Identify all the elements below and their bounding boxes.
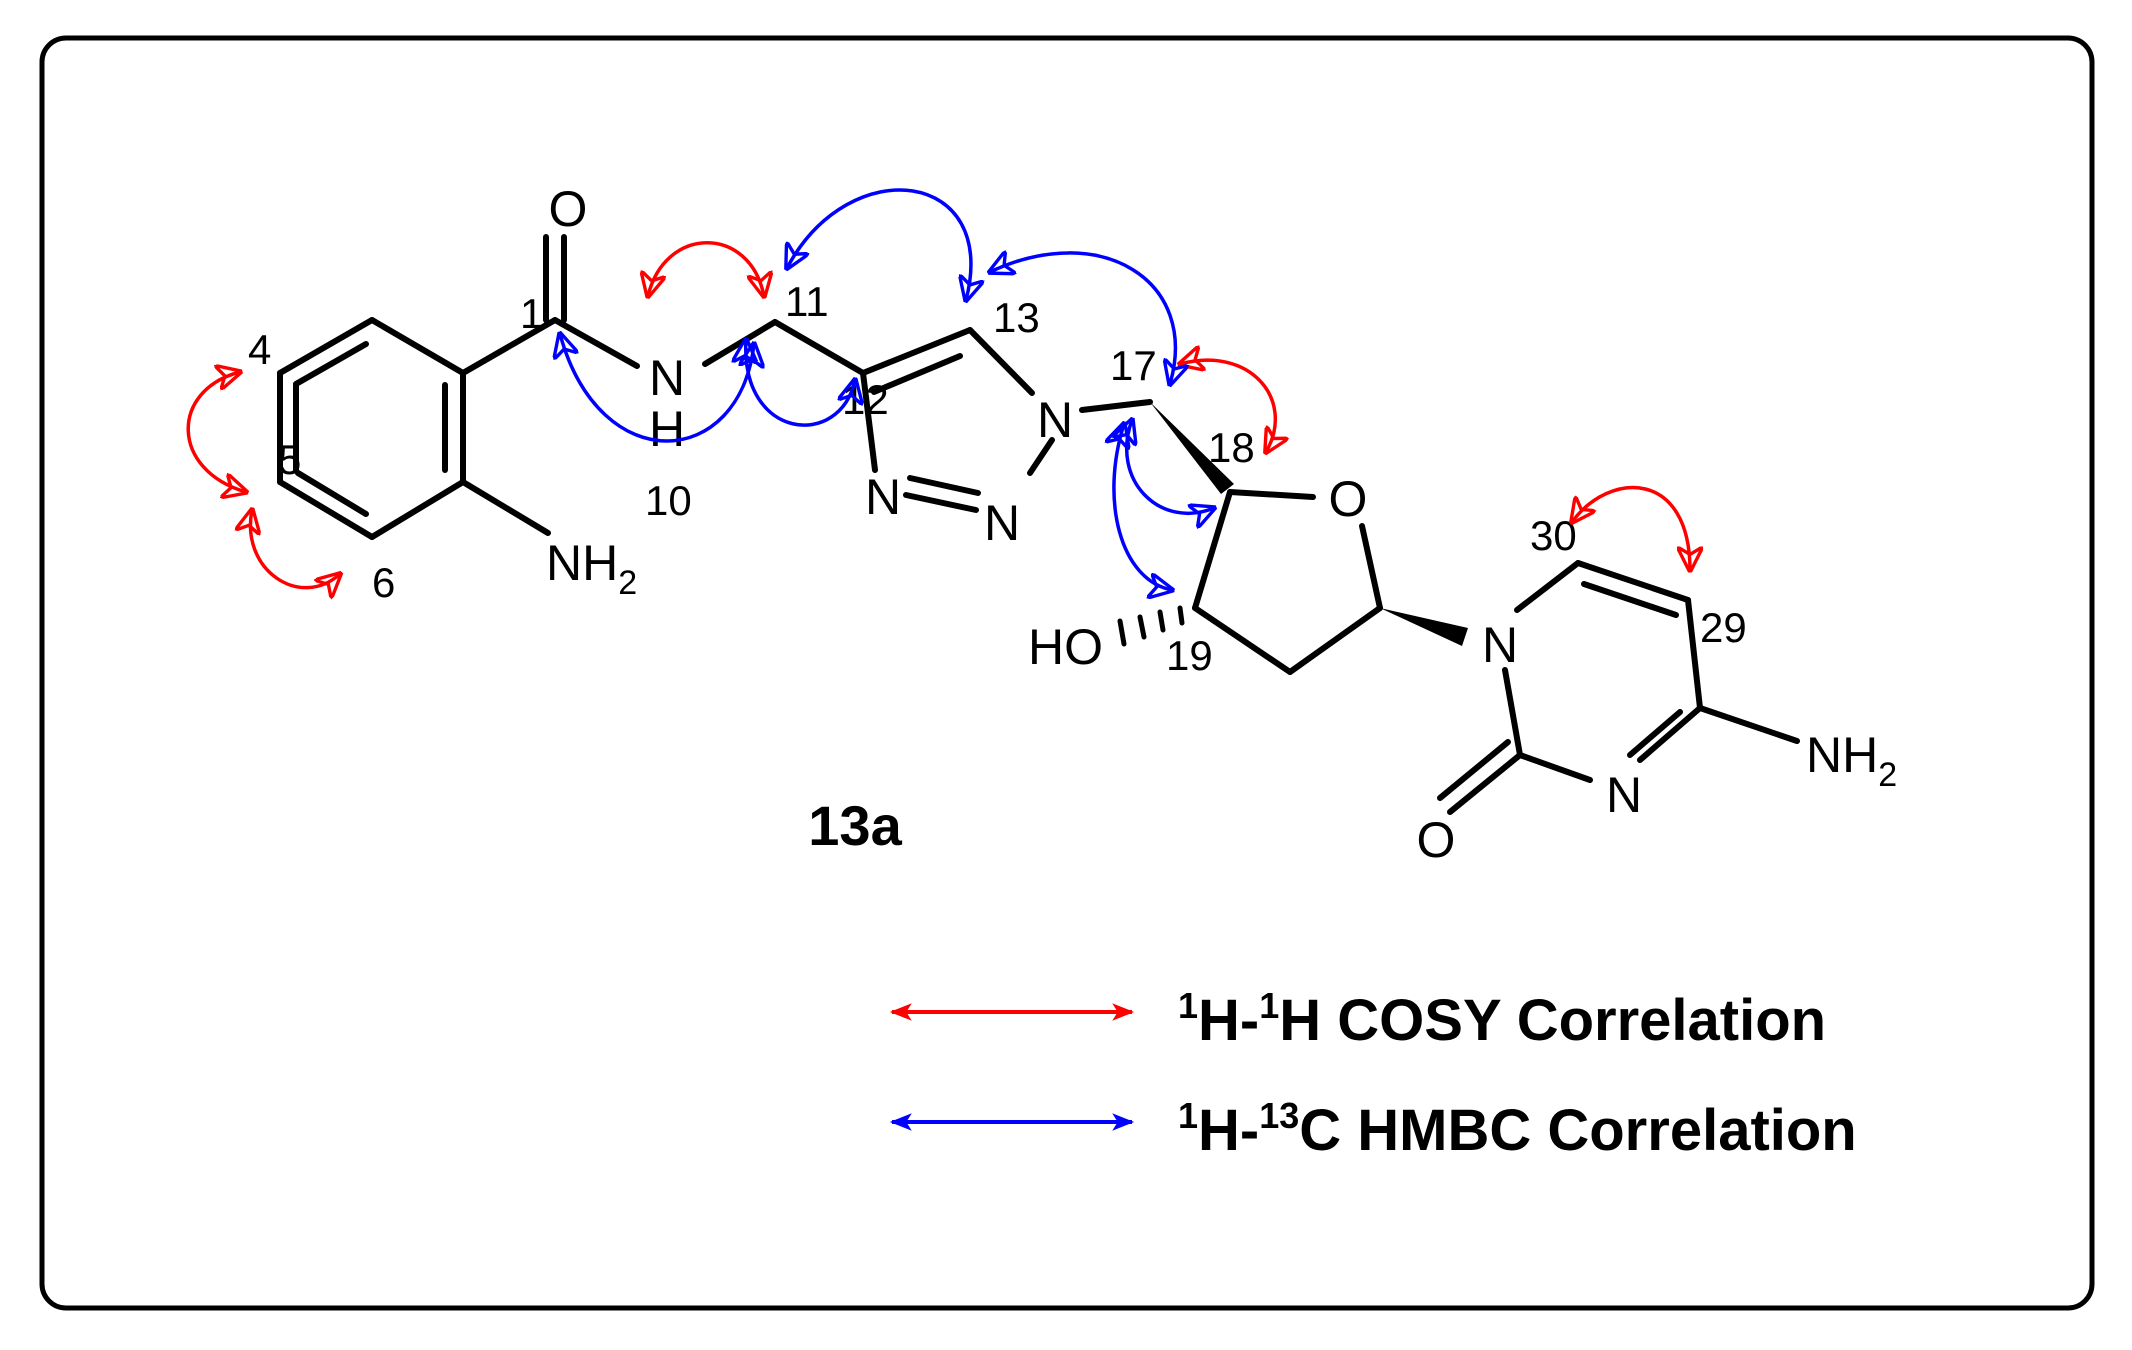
hmbc-arrow-13-17 xyxy=(990,253,1175,384)
legend-cosy-label: 1H-1H COSY Correlation xyxy=(1178,985,1826,1053)
atom-HO: HO xyxy=(1028,619,1103,675)
legend-hmbc-mid: H- xyxy=(1198,1098,1259,1163)
atom-NH2-aryl: NH2 xyxy=(546,535,637,602)
atom-H-amide: H xyxy=(649,401,685,457)
legend-hmbc-rest: C HMBC Correlation xyxy=(1299,1098,1856,1163)
position-6: 6 xyxy=(372,559,395,606)
molecule-bonds xyxy=(277,234,1800,815)
atom-N-triazole-3: N xyxy=(865,469,901,525)
position-17: 17 xyxy=(1110,342,1157,389)
atom-N-triazole-2: N xyxy=(984,495,1020,551)
position-18: 18 xyxy=(1208,424,1255,471)
hmbc-correlations xyxy=(560,188,1214,590)
figure-frame xyxy=(39,35,2095,1311)
legend-hmbc-sup1: 1 xyxy=(1178,1095,1198,1136)
atom-NH2-aryl-sub: 2 xyxy=(618,564,637,602)
cosy-arrow-17-18 xyxy=(1180,360,1275,452)
position-29: 29 xyxy=(1700,604,1747,651)
atom-N-pyrimidine-1: N xyxy=(1482,617,1518,673)
position-13: 13 xyxy=(993,294,1040,341)
legend-cosy-sup1: 1 xyxy=(1178,985,1198,1026)
legend-hmbc-sup2: 13 xyxy=(1259,1095,1299,1136)
position-30: 30 xyxy=(1530,512,1577,559)
cosy-arrow-29-30 xyxy=(1572,485,1690,570)
hmbc-arrow-17-19 xyxy=(1114,424,1172,590)
atom-NH2-aryl-main: NH xyxy=(546,535,618,591)
position-10: 10 xyxy=(645,477,692,524)
atom-NH2-pyrimidine-sub: 2 xyxy=(1878,756,1897,794)
atom-O-carbonyl: O xyxy=(549,181,588,237)
legend-hmbc-label: 1H-13C HMBC Correlation xyxy=(1178,1095,1857,1163)
cosy-arrow-5-6 xyxy=(250,510,340,588)
hmbc-arrow-11-12 xyxy=(746,340,855,427)
compound-label: 13a xyxy=(808,794,902,857)
legend-cosy-rest: H COSY Correlation xyxy=(1279,988,1826,1053)
cosy-arrow-NH-11 xyxy=(648,241,764,296)
legend: 1H-1H COSY Correlation 1H-13C HMBC Corre… xyxy=(889,985,1857,1163)
atom-NH2-pyrimidine-main: NH xyxy=(1806,727,1878,783)
position-numbers: 1 4 5 6 10 11 12 13 17 18 19 29 30 xyxy=(248,278,1747,679)
hmbc-arrow-11-13 xyxy=(787,188,971,300)
hashed-bond xyxy=(1117,605,1185,647)
atom-N-amide: N xyxy=(649,350,685,406)
cosy-correlations xyxy=(186,241,1690,588)
position-1: 1 xyxy=(520,290,543,337)
atom-N-pyrimidine-3: N xyxy=(1606,767,1642,823)
atom-O-pyrimidine: O xyxy=(1417,812,1456,868)
legend-cosy-mid: H- xyxy=(1198,988,1259,1053)
position-11: 11 xyxy=(785,278,829,325)
atom-NH2-pyrimidine: NH2 xyxy=(1806,727,1897,794)
position-4: 4 xyxy=(248,326,271,373)
position-19: 19 xyxy=(1166,632,1213,679)
atom-labels: O N H NH2 N N N O HO N N O NH2 xyxy=(546,181,1897,868)
cosy-arrow-4-5 xyxy=(186,372,246,492)
legend-cosy-sup2: 1 xyxy=(1259,985,1279,1026)
atom-O-ring: O xyxy=(1329,471,1368,527)
atom-N-triazole-1: N xyxy=(1037,392,1073,448)
position-5: 5 xyxy=(278,436,301,483)
